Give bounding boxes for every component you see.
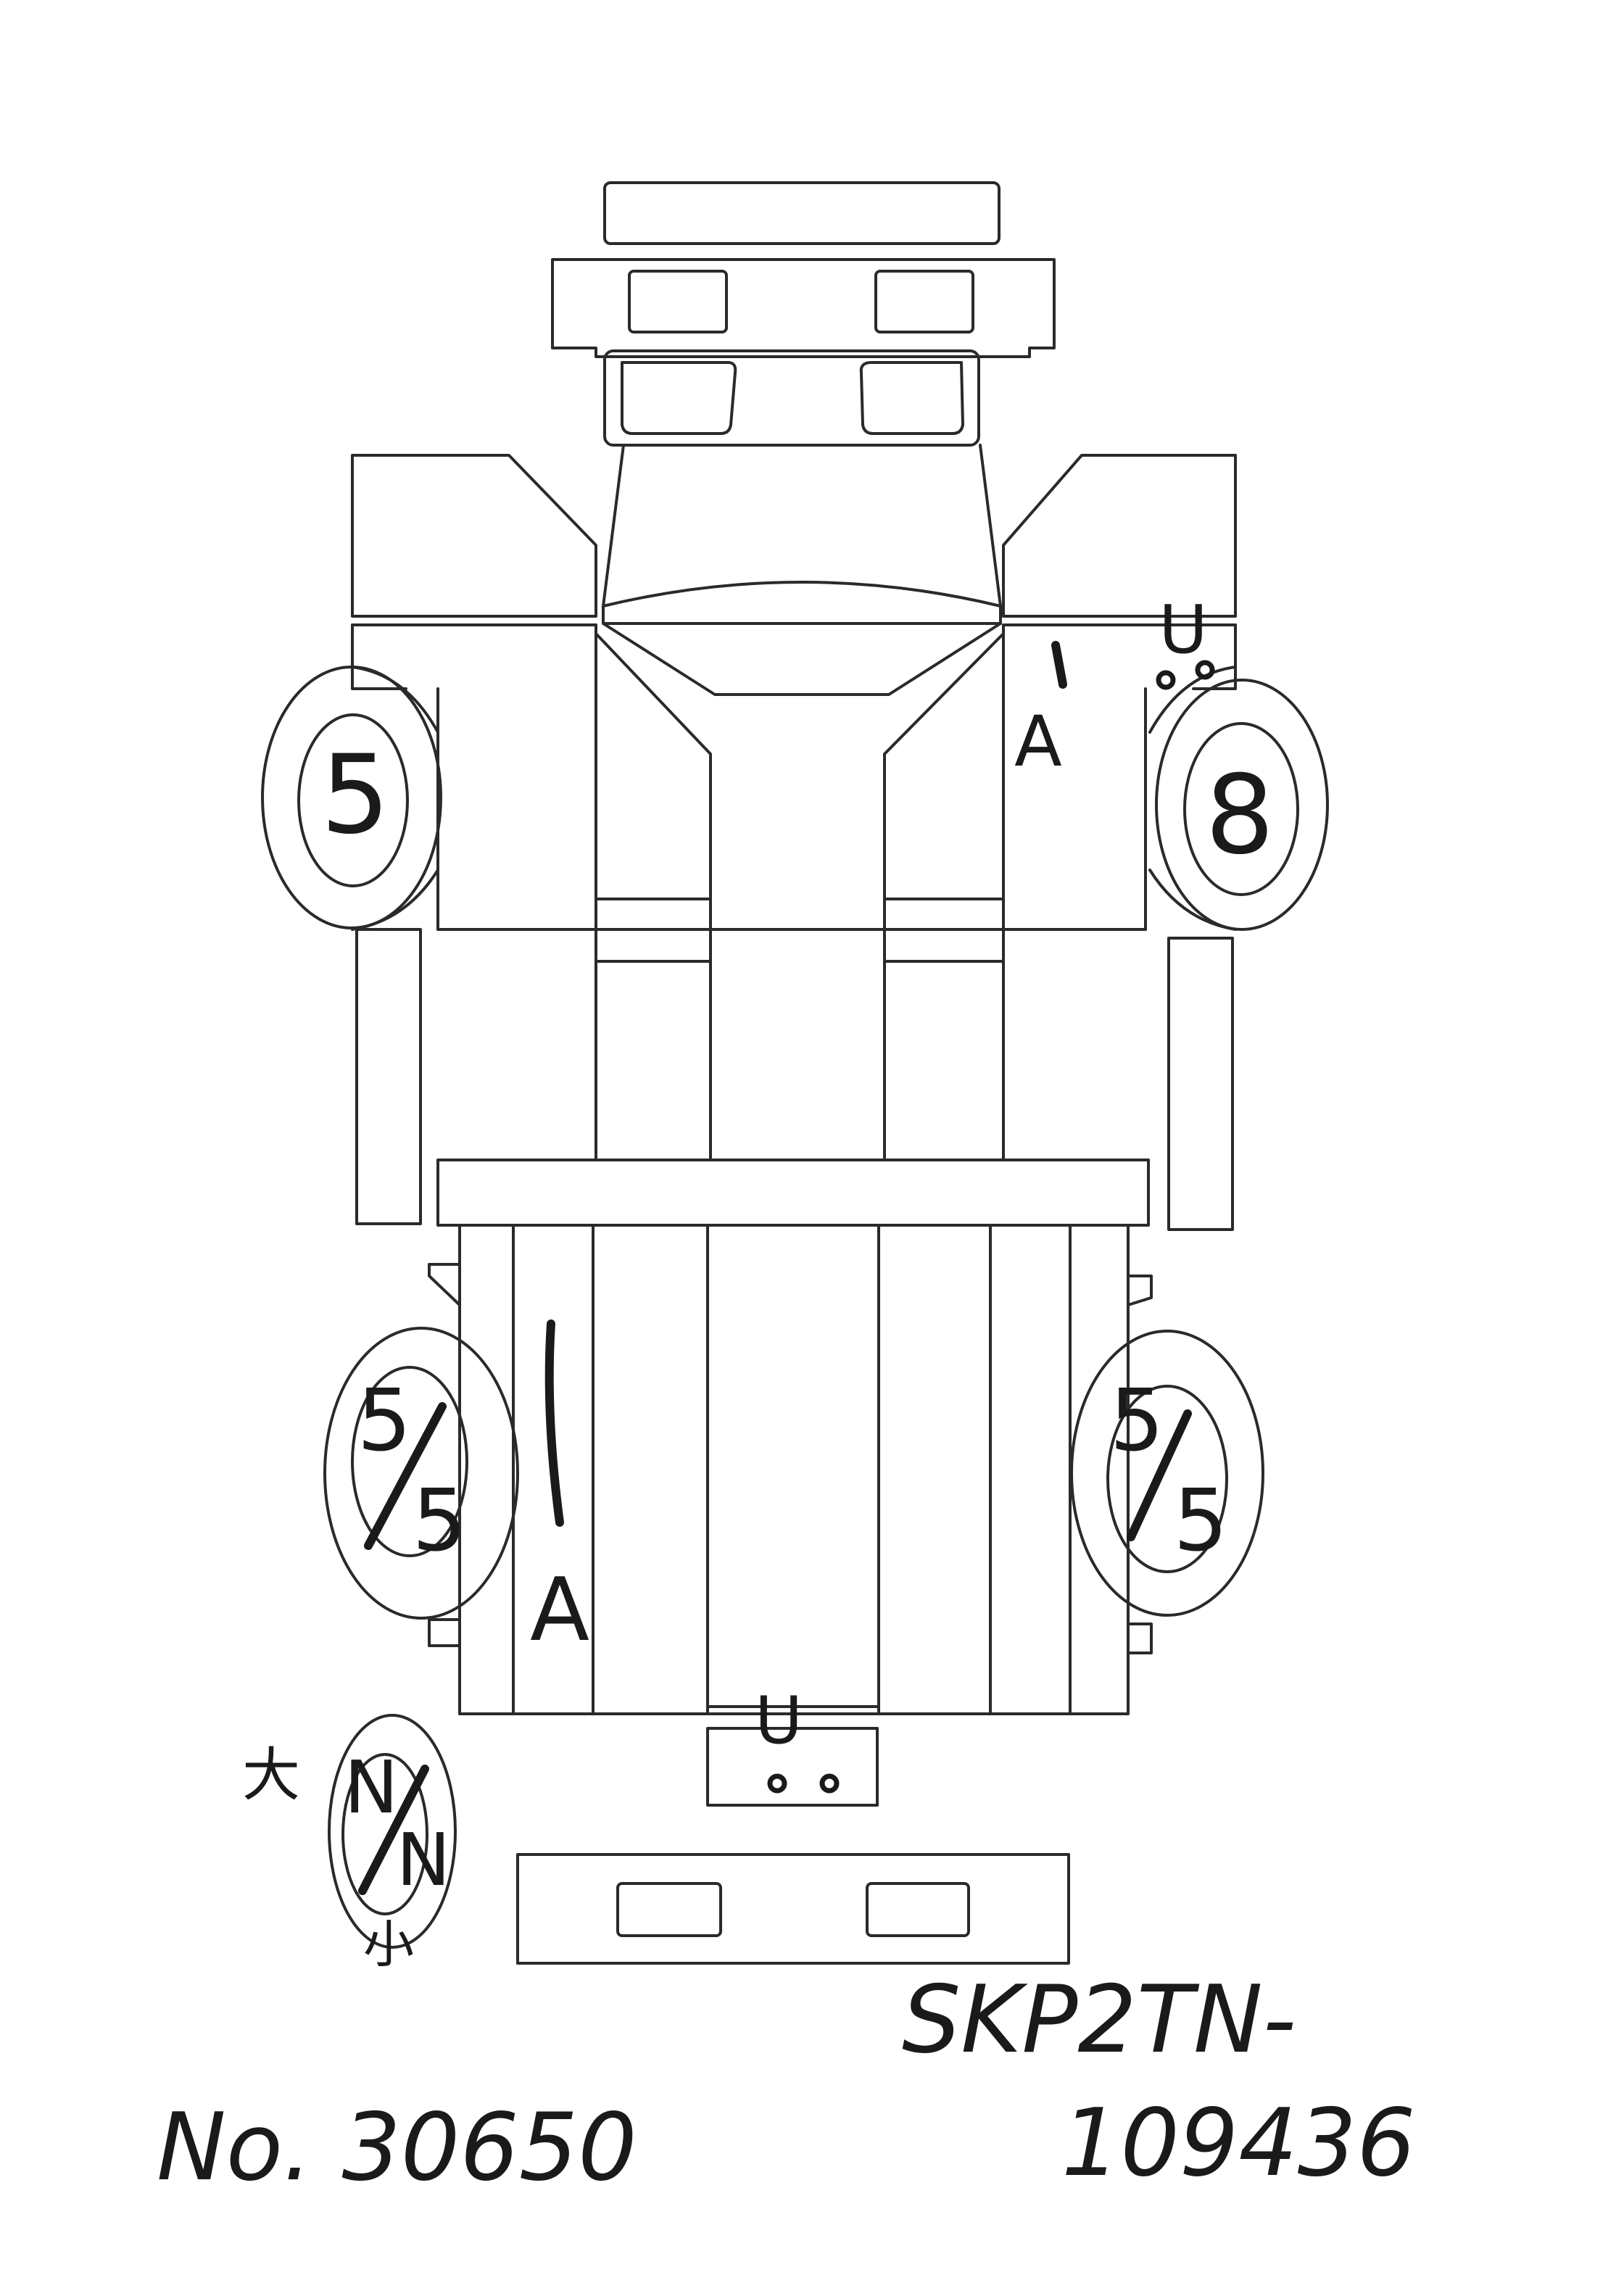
front-bumper: [603, 181, 1000, 245]
tire-rating-rear-right-top: 5: [1109, 1370, 1164, 1470]
spare-tire-rating-top: N: [344, 1745, 399, 1830]
rear-bumper: [516, 1853, 1070, 1965]
front-grille: [551, 258, 1056, 358]
dent-dot: [1156, 670, 1176, 690]
fender-rear-right-bottom: [1127, 1622, 1153, 1654]
tire-rating-rear-right-bottom: 5: [1173, 1470, 1227, 1570]
license-plate-area: [706, 1727, 879, 1807]
spare-tire: [328, 1714, 457, 1949]
tire-rating-front-right: 8: [1205, 753, 1274, 879]
door-left: [351, 454, 597, 626]
dent-dot: [819, 1773, 840, 1794]
fender-rear-left-bottom: [428, 1618, 461, 1647]
scratch-line-front-right: [1051, 641, 1067, 689]
door-right: [1002, 454, 1237, 626]
scratch-line-rear-left: [544, 1319, 564, 1527]
chassis-number-line1: SKP2TN-: [902, 1966, 1296, 2074]
cab-back: [436, 1159, 1150, 1227]
front-right-tire: [1148, 666, 1329, 931]
headlight-left: [628, 270, 728, 333]
damage-code-front-right-corner: U: [1159, 591, 1207, 668]
tire-rating-rear-left-top: 5: [357, 1370, 411, 1470]
front-left-tire: [261, 666, 442, 931]
headlight-right: [874, 270, 974, 333]
tire-rating-rear-right-slash: [1127, 1409, 1192, 1541]
spare-tire-rating-bottom: N: [397, 1818, 451, 1902]
hood-front: [603, 349, 980, 447]
fender-rear-right-top: [1127, 1275, 1153, 1306]
spare-tire-rating-slash: [358, 1765, 429, 1895]
cab-roof: [602, 444, 1002, 696]
tail-light-right: [866, 1882, 970, 1937]
dent-dot: [1195, 660, 1215, 680]
tail-light-left: [616, 1882, 722, 1937]
step-right: [1167, 937, 1234, 1231]
tire-rating-rear-left-bottom: 5: [412, 1470, 466, 1570]
cargo-bed: [458, 1224, 1130, 1715]
damage-code-rear-left-bed: A: [530, 1560, 589, 1661]
spare-tire-note-small: 小: [363, 1915, 414, 1974]
spare-tire-note-large: 大: [242, 1741, 300, 1809]
chassis-number-line2: 109436: [1061, 2089, 1416, 2197]
fender-rear-left-top: [428, 1263, 461, 1306]
tire-rating-rear-left-slash: [364, 1402, 447, 1550]
rear-right-tire: [1070, 1330, 1264, 1617]
tire-rating-front-left: 5: [320, 732, 389, 858]
record-number: No. 30650: [157, 2094, 637, 2202]
dent-dot: [767, 1773, 787, 1794]
step-left: [355, 928, 422, 1225]
cab-body: [351, 623, 1237, 1161]
rear-left-tire: [323, 1327, 519, 1620]
damage-code-rear-center: U: [755, 1683, 803, 1759]
damage-code-front-right-panel: A: [1014, 701, 1062, 782]
